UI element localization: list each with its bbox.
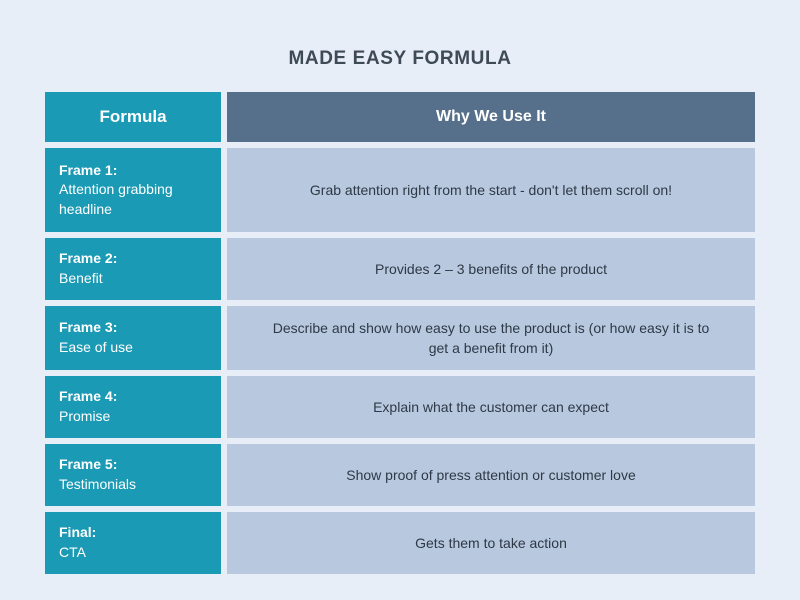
header-cell-formula: Formula xyxy=(45,92,221,142)
frame-sub: Attention grabbing headline xyxy=(59,181,173,217)
frame-sub: Benefit xyxy=(59,270,103,286)
frame-label: Frame 2: xyxy=(59,250,118,267)
why-cell: Grab attention right from the start - do… xyxy=(227,148,755,232)
formula-table: Formula Why We Use It Frame 1: Attention… xyxy=(45,92,755,574)
formula-cell: Final: CTA xyxy=(45,512,221,574)
why-cell: Show proof of press attention or custome… xyxy=(227,444,755,506)
formula-cell: Frame 1: Attention grabbing headline xyxy=(45,148,221,232)
why-text: Explain what the customer can expect xyxy=(373,398,609,415)
why-cell: Explain what the customer can expect xyxy=(227,376,755,438)
frame-label: Frame 3: xyxy=(59,319,118,336)
why-text: Describe and show how easy to use the pr… xyxy=(272,319,710,356)
formula-cell: Frame 5: Testimonials xyxy=(45,444,221,506)
table-row: Frame 1: Attention grabbing headline Gra… xyxy=(45,148,755,232)
frame-label: Frame 4: xyxy=(59,388,118,405)
table-row: Final: CTA Gets them to take action xyxy=(45,512,755,574)
table-header-row: Formula Why We Use It xyxy=(45,92,755,142)
frame-sub: Testimonials xyxy=(59,476,137,492)
formula-cell: Frame 4: Promise xyxy=(45,376,221,438)
frame-sub: Ease of use xyxy=(59,339,133,355)
frame-sub: Promise xyxy=(59,408,111,424)
header-why-label: Why We Use It xyxy=(436,108,546,126)
why-text: Provides 2 – 3 benefits of the product xyxy=(375,260,607,277)
frame-label: Frame 5: xyxy=(59,456,118,473)
table-row: Frame 3: Ease of use Describe and show h… xyxy=(45,306,755,370)
formula-cell: Frame 3: Ease of use xyxy=(45,306,221,370)
formula-cell: Frame 2: Benefit xyxy=(45,238,221,300)
why-text: Grab attention right from the start - do… xyxy=(309,181,673,198)
why-cell: Provides 2 – 3 benefits of the product xyxy=(227,238,755,300)
why-cell: Gets them to take action xyxy=(227,512,755,574)
why-text: Gets them to take action xyxy=(415,534,567,551)
table-row: Frame 2: Benefit Provides 2 – 3 benefits… xyxy=(45,238,755,300)
why-cell: Describe and show how easy to use the pr… xyxy=(227,306,755,370)
table-row: Frame 4: Promise Explain what the custom… xyxy=(45,376,755,438)
why-text: Show proof of press attention or custome… xyxy=(346,466,636,483)
frame-label: Final: xyxy=(59,524,97,541)
header-formula-label: Formula xyxy=(99,107,167,126)
page-title: MADE EASY FORMULA xyxy=(288,48,512,69)
header-cell-why: Why We Use It xyxy=(227,92,755,142)
table-row: Frame 5: Testimonials Show proof of pres… xyxy=(45,444,755,506)
frame-sub: CTA xyxy=(59,544,86,560)
frame-label: Frame 1: xyxy=(59,161,118,178)
